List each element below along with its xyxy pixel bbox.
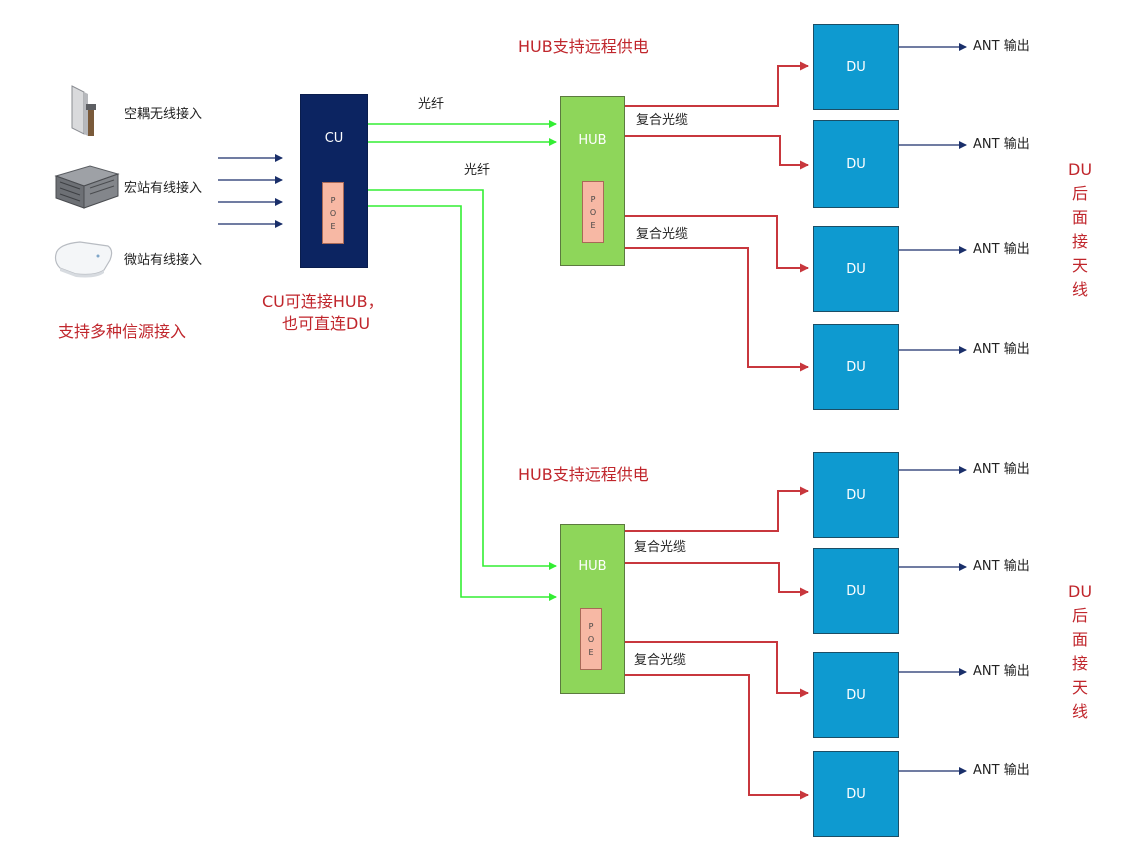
macro-station-icon: [54, 165, 120, 209]
ant-output-label: ANT 输出: [973, 664, 1030, 679]
fiber-label: 光纤: [464, 163, 491, 178]
composite-label: 复合光缆: [636, 113, 689, 128]
ant-output-label: ANT 输出: [973, 242, 1030, 257]
du-box: DU: [813, 652, 899, 738]
micro-station-icon: [54, 241, 113, 278]
hub-label: HUB: [578, 559, 607, 574]
hub-poe-box: P O E: [582, 181, 604, 243]
ant-output-label: ANT 输出: [973, 39, 1030, 54]
poe-letter: P: [330, 195, 336, 205]
side-note-du-antenna: DU 后 面 接 天 线: [1068, 158, 1092, 302]
poe-letter: O: [329, 208, 337, 218]
du-label: DU: [846, 359, 866, 375]
side-note-char: 接: [1071, 654, 1088, 673]
du-label: DU: [846, 261, 866, 277]
composite-label: 复合光缆: [634, 653, 687, 668]
du-label: DU: [846, 487, 866, 503]
fiber-lines: [368, 120, 557, 601]
poe-letter: E: [590, 220, 596, 230]
side-note-char: 天: [1071, 256, 1088, 275]
composite-label: 复合光缆: [636, 227, 689, 242]
poe-letter: P: [588, 621, 594, 631]
cu-label: CU: [324, 131, 344, 146]
sources-caption: 支持多种信源接入: [58, 322, 187, 341]
hub-label: HUB: [578, 133, 607, 148]
source-label: 微站有线接入: [124, 253, 203, 268]
composite-label: 复合光缆: [634, 540, 687, 555]
cu-caption-line1: CU可连接HUB，: [262, 292, 384, 311]
ant-output-label: ANT 输出: [973, 559, 1030, 574]
cu-poe-box: P O E: [322, 182, 344, 244]
du-box: DU: [813, 324, 899, 410]
side-note-char: 后: [1071, 184, 1088, 203]
poe-letter: O: [587, 634, 595, 644]
side-note-char: 面: [1071, 630, 1088, 649]
ant-output-label: ANT 输出: [973, 462, 1030, 477]
side-note-char: 面: [1071, 208, 1088, 227]
ant-output-label: ANT 输出: [973, 137, 1030, 152]
du-box: DU: [813, 120, 899, 208]
side-note-char: 线: [1071, 702, 1088, 721]
source-label: 宏站有线接入: [124, 181, 203, 196]
du-label: DU: [846, 583, 866, 599]
hub-poe-box: P O E: [580, 608, 602, 670]
poe-letter: E: [588, 647, 594, 657]
du-box: DU: [813, 24, 899, 110]
panel-antenna-icon: [71, 85, 96, 136]
side-note-char: 天: [1071, 678, 1088, 697]
side-note-du-antenna: DU 后 面 接 天 线: [1068, 580, 1092, 724]
source-label: 空耦无线接入: [124, 107, 203, 122]
du-label: DU: [846, 156, 866, 172]
du-box: DU: [813, 548, 899, 634]
hub-caption: HUB支持远程供电: [518, 37, 649, 56]
side-note-char: 接: [1071, 232, 1088, 251]
ant-output-label: ANT 输出: [973, 763, 1030, 778]
side-note-char: 线: [1071, 280, 1088, 299]
du-label: DU: [846, 687, 866, 703]
side-note-char: DU: [1068, 160, 1093, 179]
poe-letter: P: [590, 194, 596, 204]
source-input-arrows: [218, 154, 283, 228]
du-box: DU: [813, 226, 899, 312]
composite-cables: [625, 61, 809, 800]
ant-output-arrows: [899, 43, 967, 775]
side-note-char: DU: [1068, 582, 1093, 601]
du-box: DU: [813, 751, 899, 837]
fiber-label: 光纤: [418, 97, 445, 112]
side-note-char: 后: [1071, 606, 1088, 625]
poe-letter: O: [589, 207, 597, 217]
hub-caption: HUB支持远程供电: [518, 465, 649, 484]
du-label: DU: [846, 59, 866, 75]
cu-caption-line2: 也可直连DU: [282, 314, 371, 333]
poe-letter: E: [330, 221, 336, 231]
du-label: DU: [846, 786, 866, 802]
ant-output-label: ANT 输出: [973, 342, 1030, 357]
du-box: DU: [813, 452, 899, 538]
